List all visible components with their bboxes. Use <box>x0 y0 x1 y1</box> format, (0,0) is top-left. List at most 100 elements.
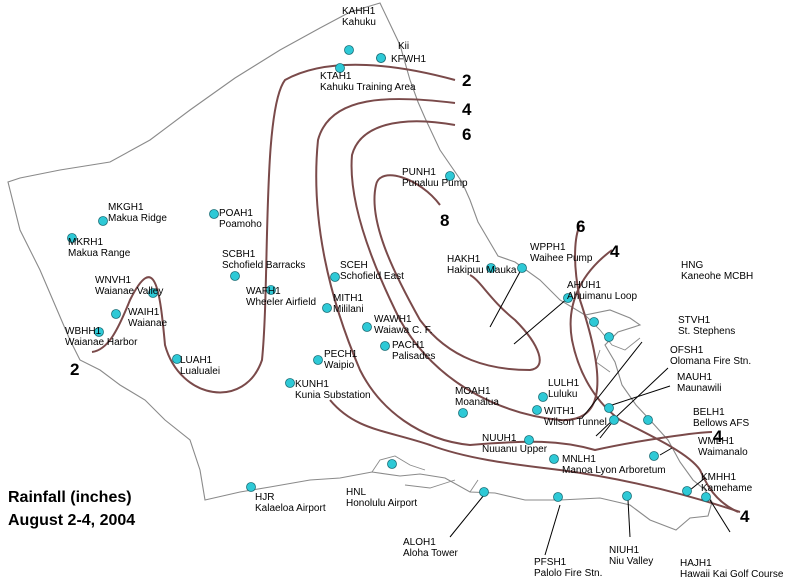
leader-line <box>489 267 523 328</box>
station-marker <box>335 63 345 73</box>
isohyet-label: 4 <box>713 427 723 446</box>
station-marker <box>148 288 158 298</box>
station-id-label: WMLH1 <box>698 436 735 447</box>
leader-line <box>513 297 569 345</box>
station-marker <box>649 451 659 461</box>
station-name-label: Kahuku Training Area <box>320 82 416 93</box>
leader-line <box>581 341 643 419</box>
station-id-label: KFWH1 <box>391 54 426 65</box>
coastline <box>7 2 713 531</box>
station-marker <box>604 403 614 413</box>
station-id-label: LULH1 <box>548 378 580 389</box>
station-name-label: Waimanalo <box>698 447 748 458</box>
station-name-label: Makua Range <box>68 248 131 259</box>
station-name-label: Waihee Pump <box>530 253 593 264</box>
station-name-label: Aloha Tower <box>403 548 459 559</box>
station-dots <box>67 45 711 502</box>
station-id-label: HJR <box>255 492 274 503</box>
station-name-label: Poamoho <box>219 219 262 230</box>
station-name-label: Olomana Fire Stn. <box>670 356 751 367</box>
station-marker <box>111 309 121 319</box>
station-marker <box>538 392 548 402</box>
station-marker <box>524 435 534 445</box>
station-marker <box>344 45 354 55</box>
leader-line <box>627 499 631 538</box>
station-name-label: Kalaeloa Airport <box>255 503 326 514</box>
station-id-label: WBHH1 <box>65 326 102 337</box>
station-id-label: KMHH1 <box>701 472 736 483</box>
station-name-label: Waianae Harbor <box>65 337 138 348</box>
map-title-line2: August 2-4, 2004 <box>8 512 135 529</box>
station-id-label: STVH1 <box>678 315 711 326</box>
isohyet-label: 2 <box>70 360 79 379</box>
leader-line <box>709 499 731 533</box>
station-id-label: MKRH1 <box>68 237 103 248</box>
isohyet-labels: 2 4 6 8 6 4 2 4 4 <box>70 71 750 526</box>
map-title-line1: Rainfall (inches) <box>8 489 132 506</box>
station-name-label: Honolulu Airport <box>346 498 417 509</box>
station-name-label: Kunia Substation <box>295 390 371 401</box>
leader-line <box>544 504 561 556</box>
leader-line <box>595 367 669 437</box>
station-id-label: PUNH1 <box>402 167 436 178</box>
station-id-label: NIUH1 <box>609 545 639 556</box>
station-name-label: Waiawa C. F. <box>374 325 433 336</box>
station-marker <box>604 332 614 342</box>
isohyet-label: 2 <box>462 71 471 90</box>
station-marker <box>589 317 599 327</box>
station-name-label: Niu Valley <box>609 556 653 567</box>
station-id-label: SCEH <box>340 260 368 271</box>
station-marker <box>532 405 542 415</box>
station-marker <box>322 303 332 313</box>
station-id-label: OFSH1 <box>670 345 704 356</box>
station-id-label: WAFH1 <box>246 286 281 297</box>
station-name-label: Palolo Fire Stn. <box>534 568 602 579</box>
station-id-label: KUNH1 <box>295 379 329 390</box>
station-marker <box>266 285 276 295</box>
station-marker <box>376 53 386 63</box>
station-name-label: Waianae <box>128 318 168 329</box>
station-id-label: PECH1 <box>324 349 358 360</box>
station-id-label: LUAH1 <box>180 355 213 366</box>
station-id-label: AHUH1 <box>567 280 601 291</box>
station-marker <box>94 327 104 337</box>
station-marker <box>553 492 563 502</box>
station-id-label: KTAH1 <box>320 71 352 82</box>
station-marker <box>380 341 390 351</box>
station-marker <box>230 271 240 281</box>
station-id-label: POAH1 <box>219 208 253 219</box>
isohyet-4-west <box>315 97 713 452</box>
station-id-label: NUUH1 <box>482 433 517 444</box>
station-marker <box>517 263 527 273</box>
isohyet-label: 4 <box>610 242 620 261</box>
station-name-label: Moanalua <box>455 397 499 408</box>
station-id-label: MITH1 <box>333 293 363 304</box>
station-id-label: PFSH1 <box>534 557 567 568</box>
station-name-label: Kamehame <box>701 483 753 494</box>
station-name-label: Waipio <box>324 360 355 371</box>
station-marker <box>549 454 559 464</box>
station-id-label: BELH1 <box>693 407 725 418</box>
station-marker <box>486 263 496 273</box>
station-id-label: WNVH1 <box>95 275 132 286</box>
isohyet-label: 4 <box>462 100 472 119</box>
station-marker <box>98 216 108 226</box>
station-name-label: Kahuku <box>342 17 376 28</box>
station-id-label: HAKH1 <box>447 254 481 265</box>
isohyet-2-south <box>329 399 741 513</box>
leader-line <box>689 477 706 491</box>
station-marker <box>285 378 295 388</box>
station-name-label: Ahuimanu Loop <box>567 291 637 302</box>
station-id-label: Kii <box>398 41 409 52</box>
station-marker <box>330 272 340 282</box>
station-marker <box>445 171 455 181</box>
station-marker <box>643 415 653 425</box>
station-name-label: Punaluu Pump <box>402 178 468 189</box>
station-id-label: HNG <box>681 260 703 271</box>
station-name-label: Kaneohe MCBH <box>681 271 753 282</box>
pearl-harbor-outline <box>371 455 479 493</box>
station-name-label: Waianae Valley <box>95 286 163 297</box>
station-marker <box>172 354 182 364</box>
station-id-label: SCBH1 <box>222 249 256 260</box>
